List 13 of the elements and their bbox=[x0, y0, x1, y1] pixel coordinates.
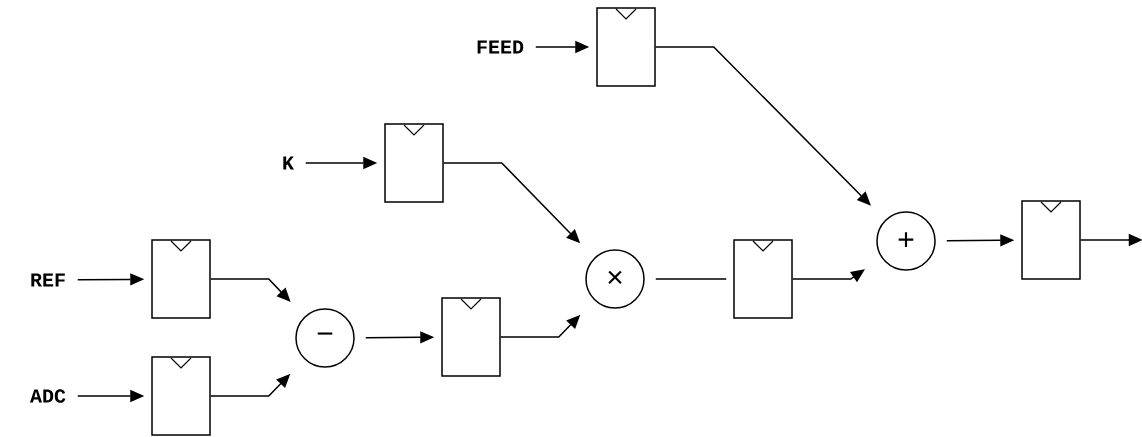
arrow bbox=[655, 46, 871, 206]
register-box bbox=[151, 356, 211, 436]
arrow bbox=[210, 278, 291, 302]
register-box bbox=[384, 123, 444, 203]
signal-label: FEED bbox=[477, 40, 524, 54]
signal-label: ADC bbox=[30, 389, 66, 403]
signal-label: REF bbox=[31, 273, 65, 287]
register-box bbox=[596, 7, 656, 87]
signal-label: K bbox=[283, 156, 294, 170]
register-box bbox=[733, 239, 793, 319]
register-box bbox=[441, 297, 501, 377]
register-box bbox=[1021, 200, 1081, 280]
register-box bbox=[151, 239, 211, 319]
